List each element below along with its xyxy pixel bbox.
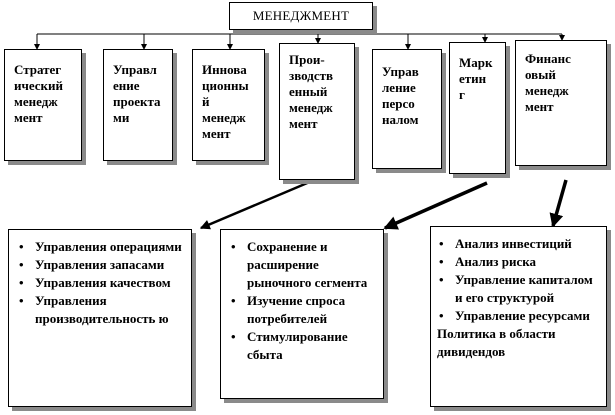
details-marketing-list: Сохранение и расширение рыночного сегмен…	[229, 238, 377, 364]
func-line: Управл	[113, 62, 157, 77]
func-line: й	[202, 94, 210, 109]
func-line: зводств	[289, 68, 334, 83]
details-marketing: Сохранение и расширение рыночного сегмен…	[220, 229, 384, 399]
func-line: налом	[382, 112, 419, 127]
func-line: персо	[382, 96, 415, 111]
func-line: проекта	[113, 94, 161, 109]
arrow-marketing-details	[383, 181, 488, 230]
box-innovation-management: Иннова ционны й менедж мент	[192, 49, 265, 161]
list-item: Управления производительность ю	[17, 292, 185, 328]
arrow-production-details	[199, 179, 313, 230]
func-line: ционны	[202, 78, 249, 93]
list-item: Управления операциями	[17, 238, 185, 256]
details-finance-list: Анализ инвестиций Анализ риска Управлени…	[437, 235, 600, 325]
list-item: Управление ресурсами	[437, 307, 600, 325]
func-line: ми	[113, 110, 130, 125]
list-item: Стимулирование сбыта	[229, 328, 377, 364]
func-line: ение	[113, 78, 140, 93]
func-line: етин	[459, 71, 487, 86]
func-line: Финанс	[525, 51, 571, 66]
box-project-management: Управл ение проекта ми	[103, 49, 173, 161]
func-line: менедж	[289, 100, 333, 115]
box-financial-management: Финанс овый менедж мент	[515, 40, 607, 166]
func-line: Иннова	[202, 62, 247, 77]
list-item: Сохранение и расширение рыночного сегмен…	[229, 238, 377, 292]
func-line: Управ	[382, 64, 419, 79]
func-line: ический	[14, 78, 63, 93]
list-item: Анализ риска	[437, 253, 600, 271]
func-line: мент	[14, 110, 43, 125]
arrow-finance-details	[549, 179, 568, 228]
list-item: Анализ инвестиций	[437, 235, 600, 253]
func-line: Стратег	[14, 62, 62, 77]
box-production-management: Прои- зводств енный менедж мент	[279, 43, 355, 180]
func-line: енный	[289, 84, 328, 99]
list-item: Изучение спроса потребителей	[229, 292, 377, 328]
box-strategic-management: Стратег ический менедж мент	[4, 49, 82, 161]
list-item: Управления запасами	[17, 256, 185, 274]
func-line: ление	[382, 80, 416, 95]
details-finance: Анализ инвестиций Анализ риска Управлени…	[430, 226, 607, 407]
func-line: менедж	[202, 110, 246, 125]
management-title-box: МЕНЕДЖМЕНТ	[229, 2, 373, 30]
list-item: Управление капиталом и его структурой	[437, 271, 600, 307]
func-line: мент	[202, 126, 231, 141]
management-title: МЕНЕДЖМЕНТ	[252, 8, 350, 23]
func-line: овый	[525, 67, 556, 82]
func-line: Прои-	[289, 52, 325, 67]
func-line: мент	[289, 116, 318, 131]
box-marketing: Марк етин г	[449, 42, 506, 174]
func-line: менедж	[14, 94, 58, 109]
list-item: Управления качеством	[17, 274, 185, 292]
func-line: Марк	[459, 55, 493, 70]
func-line: мент	[525, 99, 554, 114]
details-production-list: Управления операциями Управления запасам…	[17, 238, 185, 328]
func-line: менедж	[525, 83, 569, 98]
details-production: Управления операциями Управления запасам…	[8, 229, 192, 407]
box-personnel-management: Управ ление персо налом	[372, 49, 442, 169]
func-line: г	[459, 87, 465, 102]
dividend-policy-text: Политика в области дивидендов	[437, 326, 556, 359]
